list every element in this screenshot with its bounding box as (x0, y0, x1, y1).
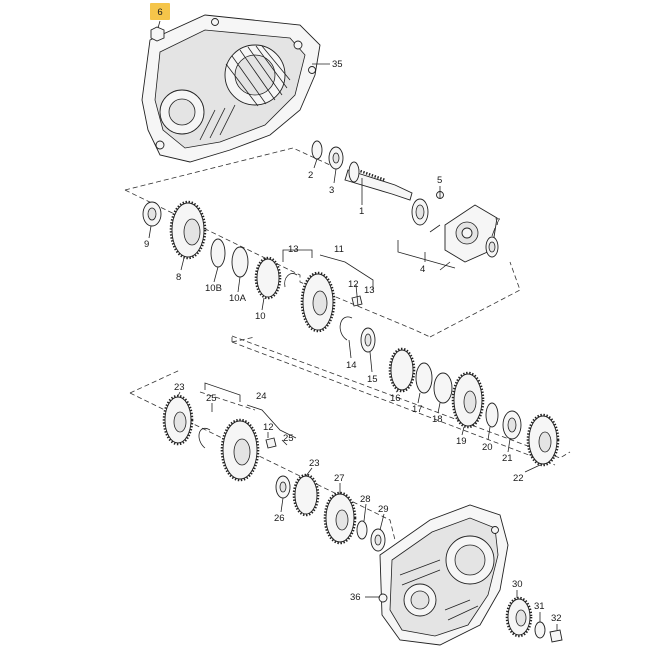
gear-row-2 (388, 347, 560, 467)
label-31: 31 (534, 601, 545, 612)
label-32: 32 (551, 613, 562, 624)
label-10A: 10A (229, 293, 247, 304)
label-18: 18 (432, 414, 443, 425)
label-4: 4 (420, 264, 425, 275)
input-shaft-group (311, 140, 499, 271)
label-11: 11 (334, 244, 344, 255)
label-25-upper: 25 (206, 393, 217, 404)
label-25-lower: 25 (283, 433, 294, 444)
assembly-frame-lower (129, 369, 396, 541)
label-35: 35 (332, 59, 343, 70)
label-9: 9 (144, 239, 149, 250)
label-26: 26 (274, 513, 285, 524)
label-16: 16 (390, 393, 401, 404)
label-6: 6 (157, 7, 162, 18)
label-36: 36 (350, 592, 361, 603)
label-13-upper: 13 (288, 244, 299, 255)
assembly-frame-middle (231, 335, 571, 466)
gear-row-3 (162, 382, 386, 552)
label-29: 29 (378, 504, 389, 515)
label-14: 14 (346, 360, 357, 371)
label-3: 3 (329, 185, 334, 196)
gear-row-1 (142, 200, 376, 353)
part-labels: 35 2 3 1 5 4 7 9 8 10B 10A 10 13 11 12 1… (144, 59, 562, 624)
label-10B: 10B (205, 283, 222, 294)
gearbox-housing-bottom (378, 504, 563, 646)
label-23-left: 23 (174, 382, 185, 393)
label-5: 5 (437, 175, 442, 186)
label-22: 22 (513, 473, 524, 484)
label-13-lower: 13 (364, 285, 375, 296)
gearbox-housing-top (141, 14, 321, 163)
label-10: 10 (255, 311, 266, 322)
label-8: 8 (176, 272, 181, 283)
part-6-bolt: 6 (150, 3, 170, 42)
label-24: 24 (256, 391, 267, 402)
label-2: 2 (308, 170, 313, 181)
label-20: 20 (482, 442, 493, 453)
label-7: 7 (495, 217, 500, 228)
label-27: 27 (334, 473, 345, 484)
label-30: 30 (512, 579, 523, 590)
part-6-highlight (150, 3, 170, 20)
label-17: 17 (412, 404, 423, 415)
label-19: 19 (456, 436, 467, 447)
leader-lines (148, 20, 558, 630)
label-15: 15 (367, 374, 378, 385)
label-21: 21 (502, 453, 513, 464)
label-23-right: 23 (309, 458, 320, 469)
label-12-lower: 12 (263, 422, 274, 433)
label-28: 28 (360, 494, 371, 505)
label-12-upper: 12 (348, 279, 359, 290)
label-1: 1 (359, 206, 364, 217)
